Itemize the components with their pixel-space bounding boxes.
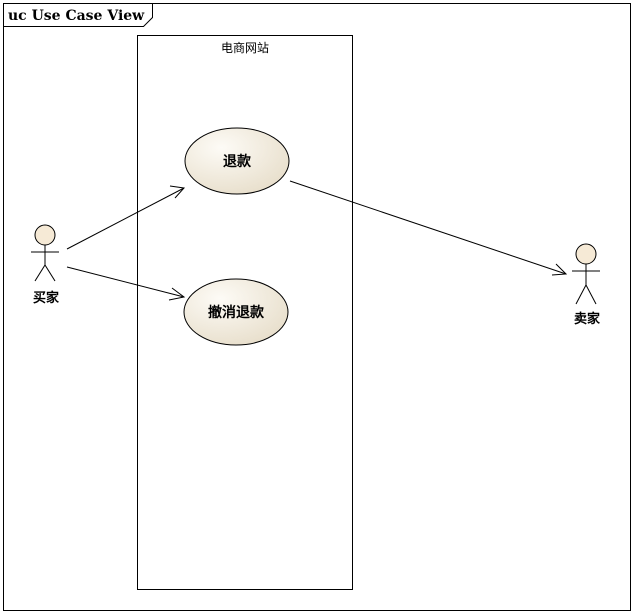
association-buyer-refund-line [66, 187, 185, 250]
actor-seller-label: 卖家 [574, 311, 601, 327]
actor-buyer[interactable]: 买家 [31, 224, 60, 306]
actor-seller-right-leg [585, 284, 597, 305]
actor-buyer-right-leg [44, 264, 56, 282]
use-case-cancel-refund-shape [183, 278, 289, 346]
frame-title-tab [3, 3, 153, 27]
association-refund-seller-arrowhead [551, 263, 568, 276]
actor-buyer-label: 买家 [33, 290, 60, 306]
actor-seller[interactable]: 卖家 [572, 243, 601, 327]
actor-buyer-head [34, 224, 56, 246]
actor-buyer-left-leg [34, 264, 46, 282]
use-case-refund[interactable]: 退款 [184, 127, 290, 195]
use-case-cancel-refund-label: 撤消退款 [208, 304, 265, 321]
association-buyer-cancel-refund[interactable] [66, 266, 186, 301]
system-boundary [137, 35, 353, 590]
association-buyer-cancel-refund-line [66, 266, 185, 298]
use-case-refund-label: 退款 [223, 153, 252, 170]
use-case-cancel-refund[interactable]: 撤消退款 [183, 278, 289, 346]
association-refund-seller-line [289, 180, 567, 275]
association-buyer-refund-arrowhead [169, 185, 185, 199]
diagram-frame [3, 3, 631, 611]
system-boundary-title: 电商网站 [221, 40, 269, 55]
actor-seller-head [575, 243, 597, 265]
association-buyer-cancel-refund-arrowhead [168, 287, 186, 301]
association-buyer-refund[interactable] [66, 185, 185, 250]
actor-seller-left-leg [575, 284, 587, 305]
use-case-refund-shape [184, 127, 290, 195]
association-refund-seller[interactable] [289, 180, 568, 276]
frame-title: uc Use Case View [8, 8, 145, 24]
